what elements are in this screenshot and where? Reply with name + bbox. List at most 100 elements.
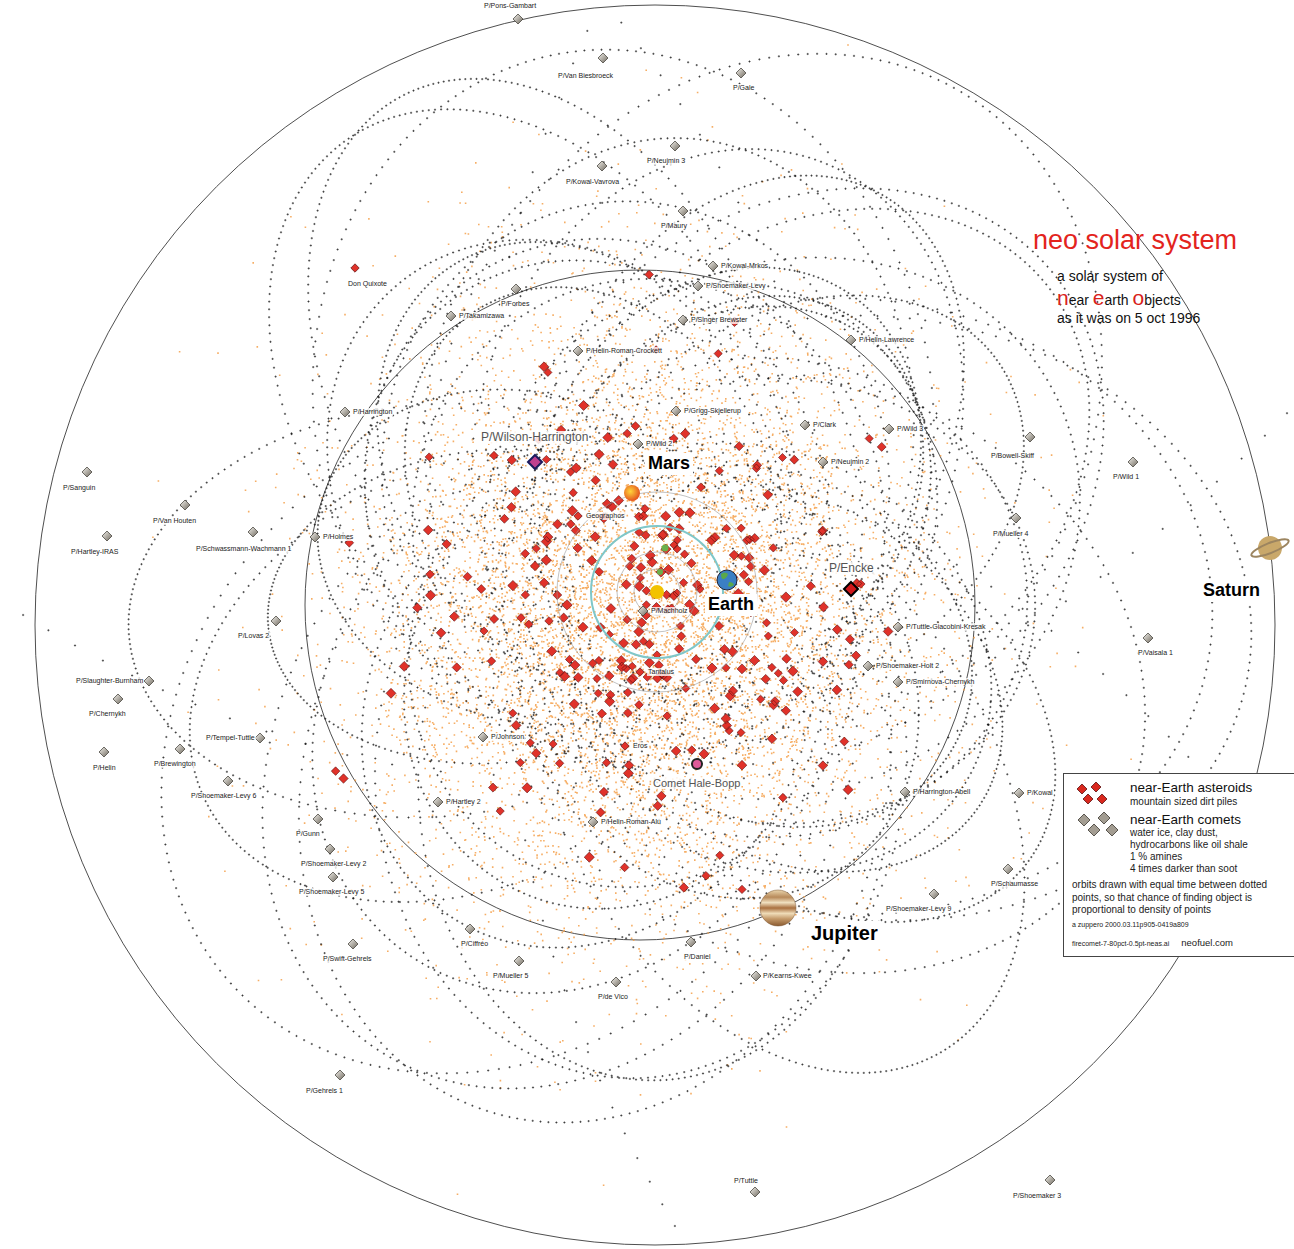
comet-marker xyxy=(671,406,681,416)
comet-label: P/Forbes xyxy=(500,300,530,308)
comet-marker xyxy=(1025,432,1035,442)
comet-marker xyxy=(1003,864,1013,874)
comet-label: P/Schaumasse xyxy=(990,880,1039,888)
legend-text: near-Earth asteroids xyxy=(1130,780,1252,796)
comet-label: P/Helin xyxy=(92,764,117,772)
comet-label: P/Helin-Lawrence xyxy=(858,336,915,344)
comet-marker xyxy=(102,531,112,541)
comet-label: P/Kearns-Kwee xyxy=(762,972,813,980)
legend-row: near-Earth cometswater ice, clay dust,hy… xyxy=(1072,812,1290,876)
earth-orbit xyxy=(591,526,723,658)
comet-label: P/Chernykh xyxy=(88,710,127,718)
comet-label: P/Machholz xyxy=(650,607,689,615)
comet-marker xyxy=(335,1070,345,1080)
comet-label: P/Gunn xyxy=(295,830,321,838)
comet-marker xyxy=(900,787,910,797)
planet-label: Jupiter xyxy=(808,921,881,945)
comet-label: P/Brewington xyxy=(153,760,197,768)
mars-globe xyxy=(624,485,640,501)
comet-label: P/Helin-Roman-Crockett xyxy=(585,347,663,355)
asteroid-label: Eros xyxy=(632,742,648,750)
label-markers xyxy=(82,14,1153,1197)
comet-marker xyxy=(670,141,680,151)
mars-orbit xyxy=(557,492,757,692)
comet-marker xyxy=(846,335,856,345)
comet-label: P/Johnson xyxy=(490,733,525,741)
planet-label: Mars xyxy=(645,453,693,475)
comet-label: P/Helin-Roman-Alu xyxy=(600,818,662,826)
comet-marker xyxy=(310,532,320,542)
comet-marker xyxy=(611,977,621,987)
comet-marker xyxy=(511,284,521,294)
comet-label: P/Schwassmann-Wachmann 1 xyxy=(195,545,292,553)
comet-marker xyxy=(863,661,873,671)
comet-label: P/Harrington-Abell xyxy=(912,788,971,796)
comet-marker xyxy=(113,694,123,704)
comet-marker xyxy=(893,622,903,632)
legend-column: near-Earth asteroidsmountain sized dirt … xyxy=(1130,780,1252,808)
comet-marker xyxy=(692,759,702,769)
comet-label: P/Lovas 2 xyxy=(237,632,270,640)
comet-label: P/Smirnova-Chernykh xyxy=(905,678,975,686)
comet-marker xyxy=(800,420,810,430)
comet-marker xyxy=(678,315,688,325)
comet-marker xyxy=(678,206,688,216)
planet-label: Saturn xyxy=(1200,580,1263,602)
comet-label: P/Holmes xyxy=(322,533,354,541)
comet-marker xyxy=(99,747,109,757)
legend-note: mountain sized dirt piles xyxy=(1130,796,1252,808)
comet-label: P/Shoemaker 3 xyxy=(1012,1192,1062,1200)
asteroid-label: Tantalus xyxy=(647,668,675,676)
comet-marker xyxy=(144,676,154,686)
asteroid-marker xyxy=(621,742,629,750)
web-address: neofuel.com xyxy=(1181,937,1233,949)
comet-marker xyxy=(929,889,939,899)
comet-marker xyxy=(844,582,858,596)
comet-label: P/de Vico xyxy=(597,993,629,1001)
earth-globe xyxy=(717,570,737,590)
comet-label: P/Harrington xyxy=(352,408,393,416)
legend-note: 1 % amines xyxy=(1130,851,1248,863)
comet-marker xyxy=(633,439,643,449)
comet-marker xyxy=(528,455,542,469)
asteroid-marker xyxy=(351,264,359,272)
legend-note: water ice, clay dust, xyxy=(1130,827,1248,839)
comet-marker xyxy=(271,616,281,626)
comet-marker xyxy=(686,937,696,947)
comet-marker xyxy=(348,939,358,949)
comet-label: P/Shoemaker-Holt 2 xyxy=(875,662,940,670)
sun xyxy=(650,585,664,599)
comet-marker xyxy=(751,971,761,981)
planet-dot xyxy=(662,545,669,552)
comet-marker xyxy=(175,744,185,754)
comet-marker xyxy=(248,527,258,537)
comet-label: P/Grigg-Skjellerup xyxy=(683,407,742,415)
comet-name: Comet Hale-Bopp xyxy=(652,777,741,789)
comet-name: P/Wilson-Harrington xyxy=(480,431,589,444)
comet-orbits xyxy=(22,22,1288,1228)
comet-label: P/Swift-Gehrels xyxy=(322,955,373,963)
comet-label: P/Ciffréo xyxy=(460,940,489,948)
map-caption: a solar system of near earth objects as … xyxy=(1057,268,1277,327)
comet-label: P/Van Biesbroeck xyxy=(557,72,614,80)
legend-text: near-Earth comets xyxy=(1130,812,1248,828)
comet-label: P/Gale xyxy=(732,84,755,92)
comet-marker xyxy=(514,956,524,966)
comet-label: P/Bowell-Skiff xyxy=(990,452,1035,460)
comet-marker xyxy=(465,924,475,934)
comet-marker xyxy=(255,733,265,743)
asteroid-label: Geographos xyxy=(585,512,626,520)
legend-row: near-Earth asteroidsmountain sized dirt … xyxy=(1072,780,1290,808)
comet-label: P/Neujmin 2 xyxy=(830,458,870,466)
comet-name: P/Encke xyxy=(828,562,875,575)
comet-label: P/Neujmin 3 xyxy=(646,157,686,165)
comet-marker xyxy=(708,261,718,271)
legend-note: hydrocarbons like oil shale xyxy=(1130,839,1248,851)
comet-label: P/Kowal-Vavrova xyxy=(565,178,620,186)
comet-label: P/Takamizawa xyxy=(458,312,505,320)
comet-label: P/Pons-Gambart xyxy=(483,2,537,10)
comet-marker xyxy=(446,311,456,321)
comet-marker xyxy=(884,424,894,434)
comet-marker xyxy=(180,500,190,510)
